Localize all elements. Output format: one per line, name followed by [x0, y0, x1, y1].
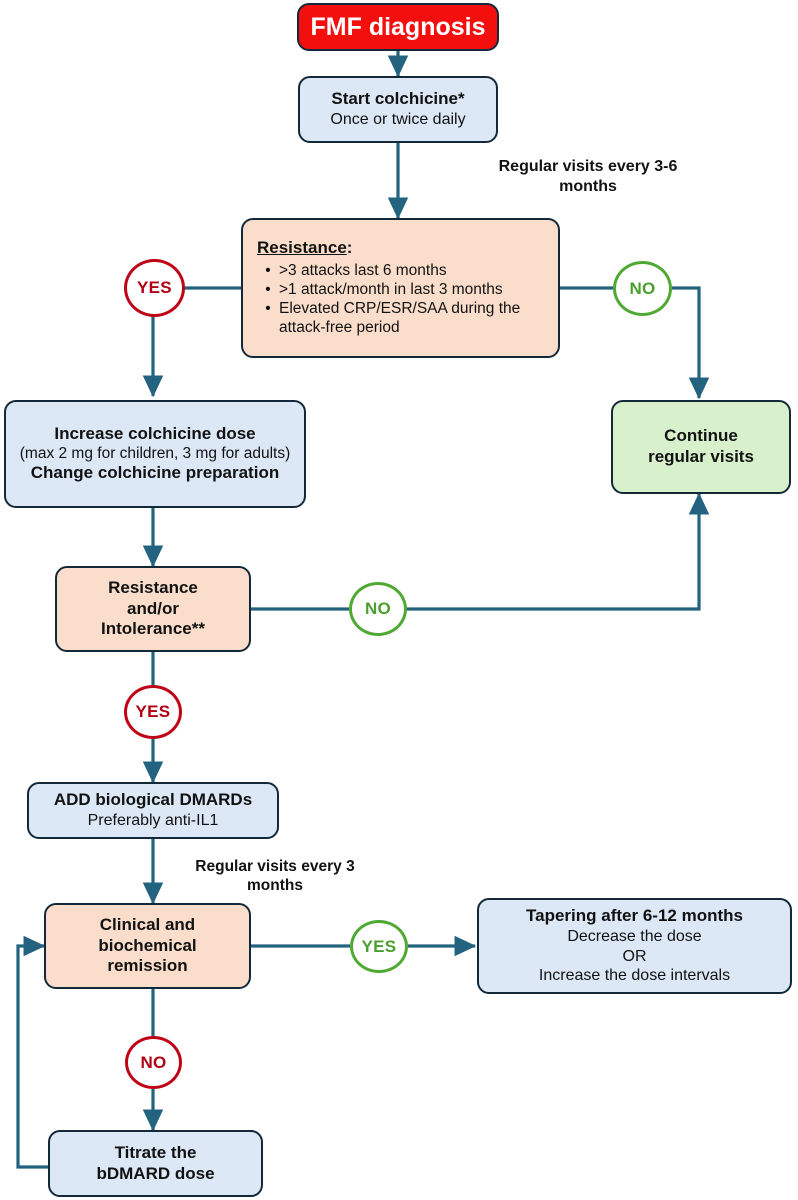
tapering-line3: OR — [622, 947, 647, 965]
node-titrate-bdmard-dose[interactable]: Titrate the bDMARD dose — [48, 1130, 263, 1197]
node-tapering[interactable]: Tapering after 6-12 months Decrease the … — [477, 898, 792, 994]
titrate-line1: Titrate the — [114, 1142, 197, 1162]
note-visits36-line2: every 3-6 months — [559, 158, 678, 195]
note-regular-visits-3-6: Regular visits every 3-6 months — [478, 157, 698, 197]
decision-resistance-no[interactable]: NO — [613, 261, 672, 316]
node-clinical-biochemical-remission[interactable]: Clinical and biochemical remission — [44, 903, 251, 989]
continue-visits-line2: regular visits — [648, 447, 754, 466]
resistance-bullet-3: Elevated CRP/ESR/SAA during the attack-f… — [279, 299, 521, 336]
intolerance-line2: and/or — [127, 598, 179, 618]
decision-resistance-yes[interactable]: YES — [124, 259, 185, 317]
resistance-bullet: • >3 attacks last 6 months — [257, 262, 548, 281]
decision-resistance-yes-label: YES — [137, 278, 172, 297]
resistance-heading-colon: : — [346, 238, 353, 258]
increase-dose-line3: Change colchicine preparation — [30, 463, 280, 483]
bullet-dot-icon: • — [265, 262, 271, 280]
remission-line2: biochemical — [98, 935, 197, 955]
fmf-diagnosis-label: FMF diagnosis — [310, 12, 486, 41]
add-bdmards-line2: Preferably anti-IL1 — [87, 812, 219, 830]
tapering-line2: Decrease the dose — [567, 928, 702, 946]
tapering-line1: Tapering after 6-12 months — [526, 906, 743, 926]
continue-visits-line1: Continue — [664, 426, 738, 446]
decision-intolerance-yes-label: YES — [135, 702, 171, 721]
start-colchicine-line1: Start colchicine* — [331, 89, 465, 109]
node-fmf-diagnosis[interactable]: FMF diagnosis — [297, 3, 499, 51]
node-continue-regular-visits[interactable]: Continue regular visits — [611, 400, 791, 494]
intolerance-line1: Resistance — [108, 577, 198, 597]
decision-remission-no-label: NO — [140, 1052, 167, 1072]
note-visits36-line1: Regular visits — [498, 158, 604, 175]
decision-remission-yes-label: YES — [361, 936, 397, 956]
remission-line1: Clinical and — [99, 914, 196, 934]
increase-dose-line1: Increase colchicine dose — [54, 423, 256, 443]
tapering-line4: Increase the dose intervals — [538, 967, 731, 985]
node-start-colchicine[interactable]: Start colchicine* Once or twice daily — [298, 76, 498, 143]
node-resistance-intolerance[interactable]: Resistance and/or Intolerance** — [55, 566, 251, 652]
resistance-bullet: • >1 attack/month in last 3 months — [257, 281, 548, 300]
start-colchicine-line2: Once or twice daily — [330, 111, 466, 129]
note-visits3-line2: every 3 months — [247, 858, 355, 895]
titrate-line2: bDMARD dose — [96, 1163, 215, 1183]
bullet-dot-icon: • — [265, 280, 271, 298]
resistance-bullet: • Elevated CRP/ESR/SAA during the attack… — [257, 300, 548, 338]
note-regular-visits-3: Regular visits every 3 months — [175, 857, 375, 896]
node-add-bdmards[interactable]: ADD biological DMARDs Preferably anti-IL… — [27, 782, 279, 839]
decision-intolerance-no-label: NO — [364, 599, 392, 618]
resistance-bullet-1: >3 attacks last 6 months — [279, 262, 447, 280]
decision-remission-no[interactable]: NO — [125, 1036, 182, 1089]
resistance-heading: Resistance — [257, 238, 347, 258]
decision-resistance-no-label: NO — [629, 278, 656, 298]
node-increase-colchicine-dose[interactable]: Increase colchicine dose (max 2 mg for c… — [4, 400, 306, 508]
edge-no-to-continue — [672, 286, 710, 400]
remission-line3: remission — [107, 956, 188, 976]
node-resistance[interactable]: Resistance: • >3 attacks last 6 months •… — [241, 218, 560, 358]
resistance-bullet-2: >1 attack/month in last 3 months — [279, 280, 503, 298]
note-visits3-line1: Regular visits — [195, 858, 297, 875]
decision-remission-yes[interactable]: YES — [350, 920, 408, 973]
edge-intoleranceno-to-continue — [407, 492, 710, 611]
decision-intolerance-no[interactable]: NO — [349, 582, 407, 636]
intolerance-line3: Intolerance** — [101, 619, 205, 639]
decision-intolerance-yes[interactable]: YES — [124, 685, 182, 739]
edge-titrate-loop-to-remission — [16, 935, 48, 1169]
increase-dose-line2: (max 2 mg for children, 3 mg for adults) — [19, 444, 291, 462]
bullet-dot-icon: • — [265, 299, 271, 317]
add-bdmards-line1: ADD biological DMARDs — [53, 790, 253, 810]
